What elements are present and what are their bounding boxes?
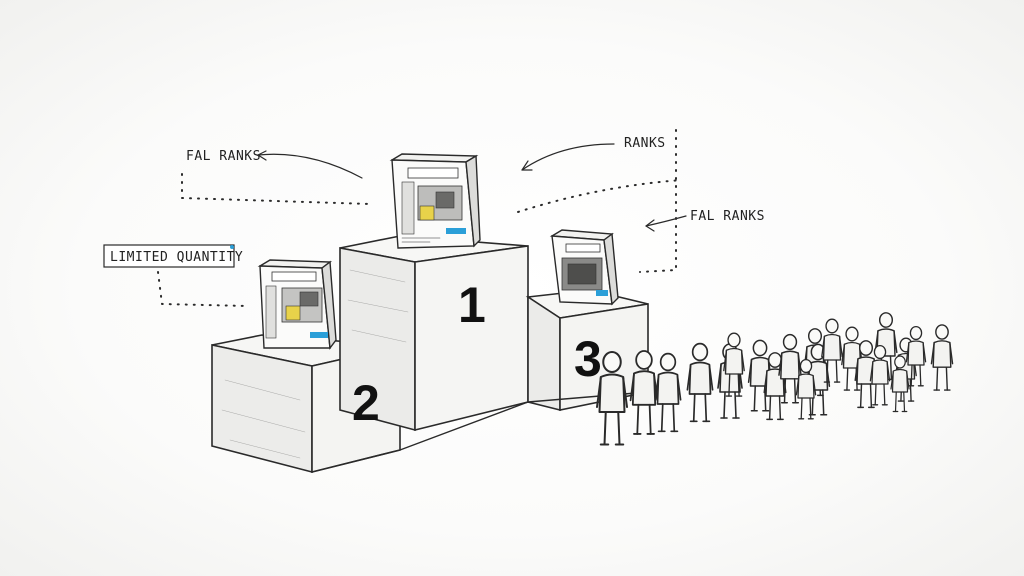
person-icon (747, 339, 773, 412)
annotation-top-left: FAL RANKS (181, 149, 371, 205)
person-icon (723, 332, 745, 397)
people-queue (596, 312, 954, 446)
arrow-head-icon (257, 150, 267, 161)
annotation-right: FAL RANKS (645, 209, 765, 232)
person-icon (654, 352, 682, 433)
annotation-top-left-text: FAL RANKS (186, 149, 261, 164)
product-box-third (549, 229, 619, 306)
limited-quantity-text: LIMITED QUANTITY (110, 250, 243, 265)
person-icon (686, 342, 714, 423)
person-icon (821, 318, 843, 383)
podium-block-first (339, 235, 529, 432)
person-icon (869, 344, 891, 406)
person-icon (905, 325, 927, 387)
person-icon (874, 312, 898, 381)
podium: 2 1 3 (211, 235, 649, 474)
annotation-right-text: FAL RANKS (690, 209, 765, 224)
person-icon (596, 351, 628, 446)
person-icon (930, 324, 954, 391)
product-box-first (389, 153, 481, 249)
person-icon (890, 355, 910, 413)
rank-number-third: 3 (574, 331, 602, 387)
rank-number-second: 2 (352, 375, 380, 431)
person-icon (629, 350, 659, 435)
limited-quantity-label: LIMITED QUANTITY (103, 244, 249, 307)
person-icon (795, 358, 817, 420)
arrow-head-icon (521, 160, 533, 171)
rank-number-first: 1 (458, 277, 486, 333)
product-box-second (257, 259, 337, 350)
annotation-top-right-text: RANKS (624, 136, 666, 151)
annotation-top-right: RANKS (517, 129, 683, 273)
person-icon (778, 333, 802, 404)
arrow-head-icon (645, 219, 655, 232)
